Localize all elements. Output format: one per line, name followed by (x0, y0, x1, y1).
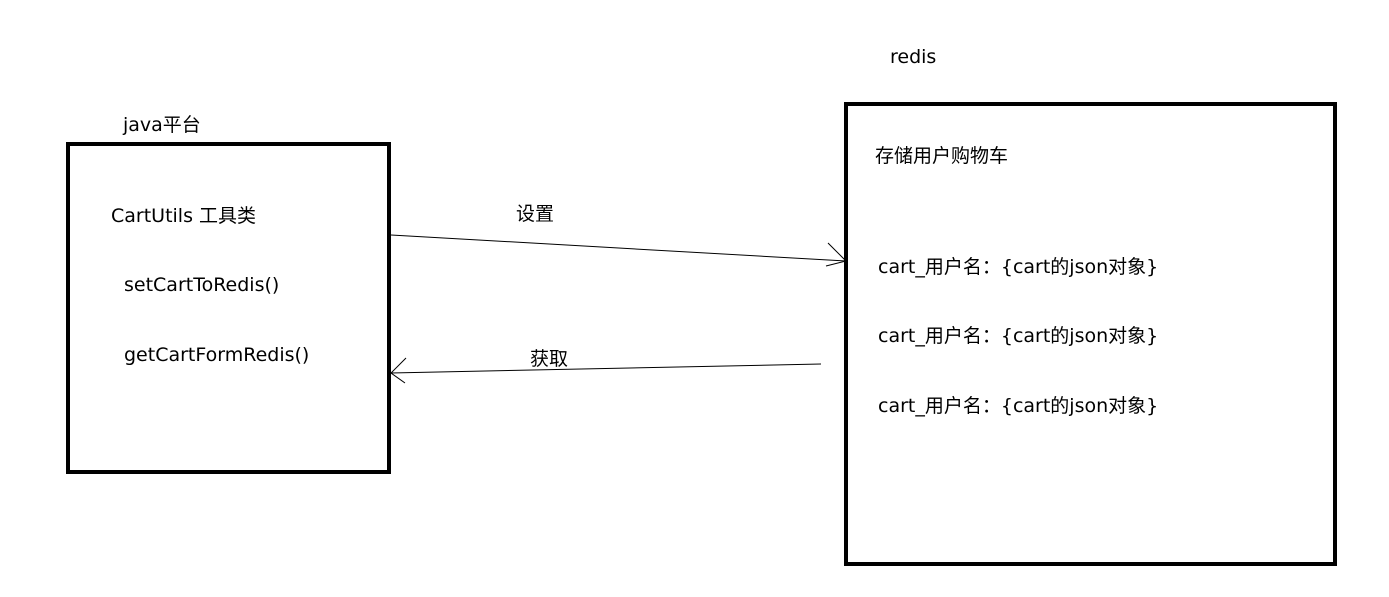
redis-entry: cart_用户名：{cart的json对象} (878, 325, 1159, 347)
redis-box (844, 102, 1337, 566)
method-get-cart-from-redis: getCartFormRedis() (124, 344, 310, 366)
redis-entry: cart_用户名：{cart的json对象} (878, 395, 1159, 417)
java-platform-box (66, 142, 391, 474)
redis-store-title: 存储用户购物车 (875, 145, 1009, 167)
get-arrow-line (390, 363, 822, 374)
get-arrow (390, 357, 822, 384)
set-arrow-label: 设置 (516, 203, 555, 225)
redis-entry: cart_用户名：{cart的json对象} (878, 256, 1159, 278)
get-arrowhead (390, 357, 407, 384)
get-arrow-label: 获取 (530, 348, 569, 370)
set-arrow (390, 234, 847, 267)
redis-title: redis (890, 46, 937, 68)
set-arrow-line (390, 234, 847, 262)
method-set-cart-to-redis: setCartToRedis() (124, 274, 280, 296)
java-platform-title: java平台 (123, 114, 201, 136)
cart-utils-class-label: CartUtils 工具类 (111, 205, 257, 227)
set-arrowhead (825, 242, 847, 267)
